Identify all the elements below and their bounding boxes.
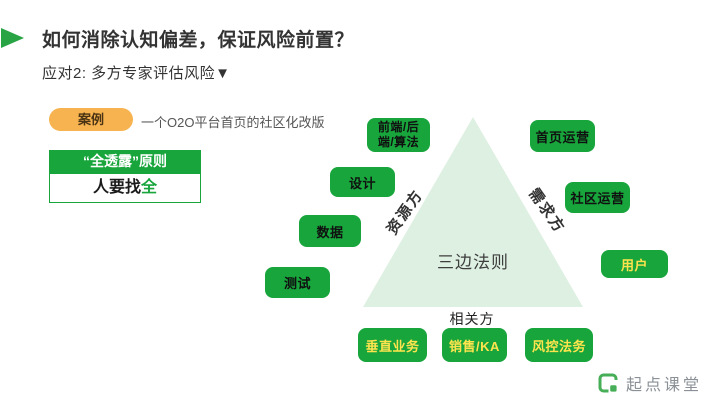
tag-vertical-business: 垂直业务 [358, 328, 427, 362]
triangle-shape [363, 117, 583, 307]
case-description: 一个O2O平台首页的社区化改版 [141, 115, 325, 130]
tag-frontend-backend-algo: 前端/后 端/算法 [367, 118, 430, 152]
brand-logo-text: 起点课堂 [626, 377, 703, 394]
page-title: 如何消除认知偏差，保证风险前置？ [42, 30, 355, 51]
title-bullet-icon [1, 28, 24, 48]
tag-design: 设计 [330, 167, 395, 197]
triangle-bottom-edge-label: 相关方 [449, 311, 495, 327]
brand-logo: 起点课堂 [596, 371, 702, 395]
brand-logo-icon [598, 373, 618, 393]
tag-sales-ka: 销售/KA [442, 328, 507, 362]
principle-body-highlight: 全 [141, 179, 158, 196]
principle-body-text: 人要找 [92, 179, 141, 196]
principle-header: “全透露”原则 [49, 150, 201, 173]
page-subtitle: 应对2: 多方专家评估风险▼ [42, 65, 231, 82]
tag-user: 用户 [601, 250, 668, 278]
tag-homepage-ops: 首页运营 [530, 120, 595, 152]
tag-data: 数据 [299, 215, 361, 247]
tag-risk-legal: 风控法务 [525, 328, 593, 362]
principle-body: 人要找全 [49, 173, 201, 203]
case-badge: 案例 [49, 108, 133, 131]
tag-community-ops: 社区运营 [565, 182, 630, 213]
tag-test: 测试 [265, 267, 330, 298]
triangle-center-label: 三边法则 [437, 253, 509, 272]
